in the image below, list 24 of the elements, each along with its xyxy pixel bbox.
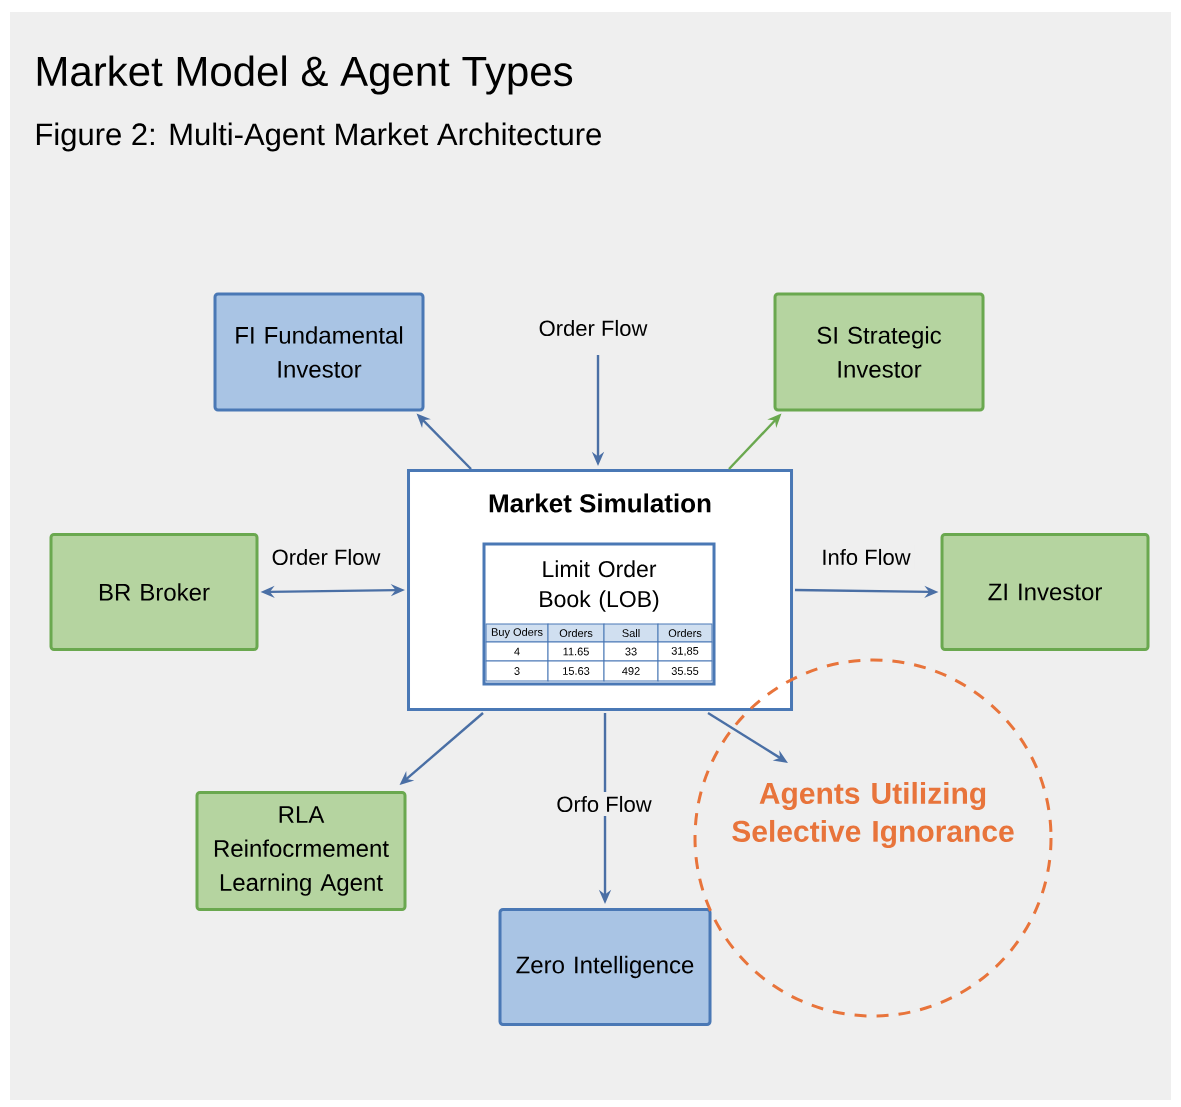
table-cell: 11.65 [547, 641, 605, 662]
agent-box: BR Broker [49, 533, 259, 651]
table-cell: Buy Oders [485, 623, 549, 643]
edge-label: Order Flow [267, 544, 385, 570]
edge-label: Order Flow [534, 315, 652, 341]
table-cell: 4 [485, 641, 549, 662]
agent-box: ZI Investor [940, 533, 1150, 651]
table-cell: 31,85 [657, 641, 713, 662]
subtitle: Figure 2: Multi-Agent Market Architecture [36, 122, 601, 152]
table-cell: 35.55 [657, 660, 713, 682]
agent-box: SI Strategic Investor [773, 292, 985, 412]
agent-box: RLA Reinfocrmement Learning Agent [195, 791, 407, 911]
table-cell: Orders [547, 623, 605, 643]
table-cell: 492 [603, 660, 659, 682]
table-cell: 33 [603, 641, 659, 662]
edge-label: Info Flow [817, 544, 915, 570]
table-cell: Sall [603, 623, 659, 643]
table-cell: 3 [485, 660, 549, 682]
agent-box: FI Fundamental Investor [213, 292, 425, 412]
agent-box: Zero Intelligence [498, 908, 712, 1026]
title: Market Model & Agent Types [37, 55, 573, 95]
table-cell: 15.63 [547, 660, 605, 682]
table-cell: Orders [657, 623, 713, 643]
edge-label: Orfo Flow [552, 791, 656, 817]
